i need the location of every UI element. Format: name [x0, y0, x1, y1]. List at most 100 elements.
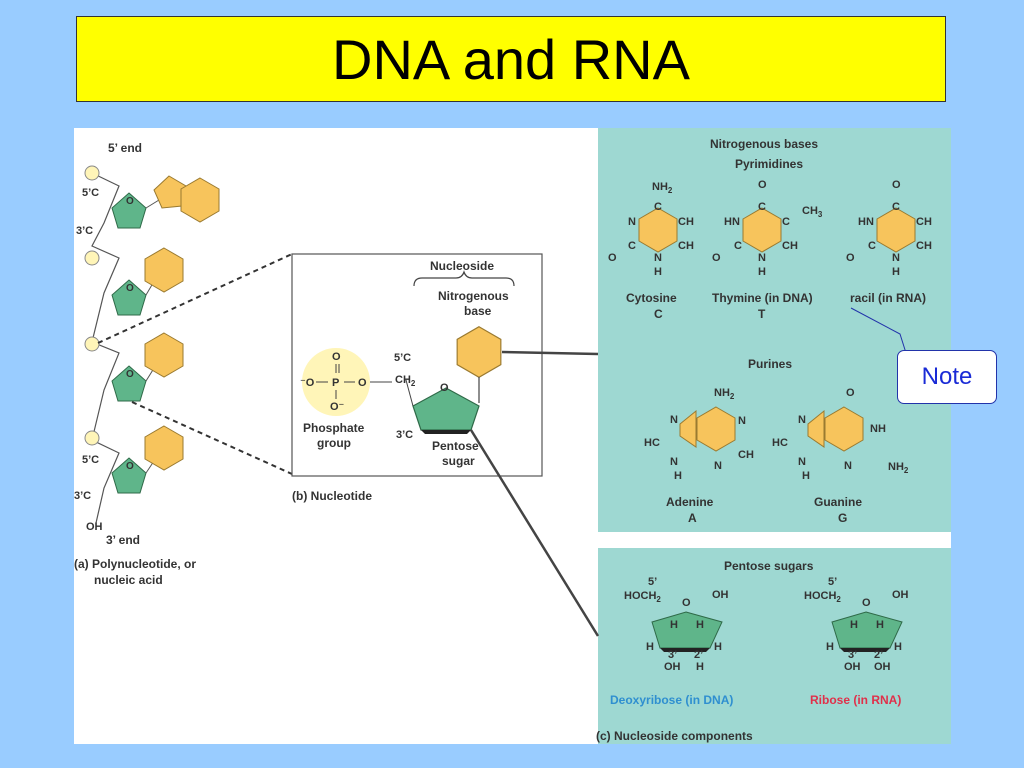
- five-c-label: 5’C: [82, 187, 99, 199]
- svg-text:H: H: [802, 470, 810, 482]
- three-c-label: 3’C: [76, 225, 93, 237]
- oh-label: OH: [86, 521, 103, 533]
- phosphate-label-1: Phosphate: [303, 421, 365, 435]
- note-callout: Note: [897, 350, 997, 404]
- sugar-label-2: sugar: [442, 454, 475, 468]
- sugar-label-1: Pentose: [432, 439, 479, 453]
- svg-text:CH: CH: [678, 240, 694, 252]
- svg-text:3’: 3’: [668, 649, 677, 661]
- figure-panel: 5’ end 5’C 3’C 5’C 3’C O O O O OH 3’ end…: [74, 128, 951, 744]
- guanine-name: Guanine: [814, 495, 862, 509]
- p-atom: P: [332, 377, 339, 389]
- svg-text:5’: 5’: [648, 576, 657, 588]
- svg-text:CH: CH: [916, 240, 932, 252]
- pyrimidines-label: Pyrimidines: [735, 157, 803, 171]
- svg-text:O: O: [608, 252, 617, 264]
- adenine-name: Adenine: [666, 495, 714, 509]
- svg-text:CH: CH: [678, 216, 694, 228]
- svg-text:O: O: [846, 252, 855, 264]
- svg-text:N: N: [798, 456, 806, 468]
- svg-text:HOCH2: HOCH2: [624, 590, 661, 604]
- svg-text:H: H: [714, 641, 722, 653]
- svg-text:H: H: [894, 641, 902, 653]
- polynucleotide-caption-2: nucleic acid: [94, 573, 163, 587]
- three-c-label-lower: 3’C: [74, 490, 91, 502]
- svg-text:NH2: NH2: [888, 461, 909, 475]
- svg-text:N: N: [628, 216, 636, 228]
- svg-text:OH: OH: [712, 589, 729, 601]
- p-o-bottom: O⁻: [330, 401, 345, 413]
- svg-text:N: N: [892, 252, 900, 264]
- svg-text:OH: OH: [844, 661, 861, 673]
- svg-text:2’: 2’: [694, 649, 703, 661]
- deoxyribose-label: Deoxyribose (in DNA): [610, 693, 733, 707]
- svg-text:OH: OH: [892, 589, 909, 601]
- phosphate-circle: [84, 250, 100, 266]
- phosphate-circle: [84, 430, 100, 446]
- svg-text:N: N: [758, 252, 766, 264]
- phosphate-circle: [84, 165, 100, 181]
- svg-text:C: C: [628, 240, 636, 252]
- ch2-label: CH2: [395, 374, 416, 388]
- svg-text:N: N: [714, 460, 722, 472]
- svg-text:O: O: [846, 387, 855, 399]
- svg-text:O: O: [758, 179, 767, 191]
- p-o-right: O: [358, 377, 367, 389]
- nucleoside-label: Nucleoside: [430, 259, 494, 273]
- svg-text:O: O: [682, 597, 691, 609]
- sugars-panel: [598, 548, 951, 744]
- nucleotide-5c-label: 5’C: [394, 352, 411, 364]
- title-box: DNA and RNA: [76, 16, 946, 102]
- three-prime-end-label: 3’ end: [106, 533, 140, 547]
- svg-text:H: H: [876, 619, 884, 631]
- svg-text:O: O: [712, 252, 721, 264]
- sugars-header: Pentose sugars: [724, 559, 814, 573]
- svg-text:O: O: [892, 179, 901, 191]
- svg-text:H: H: [670, 619, 678, 631]
- svg-text:N: N: [844, 460, 852, 472]
- purines-label: Purines: [748, 357, 792, 371]
- svg-text:CH3: CH3: [802, 205, 823, 219]
- five-c-label-lower: 5’C: [82, 454, 99, 466]
- svg-text:C: C: [782, 216, 790, 228]
- svg-text:C: C: [654, 201, 662, 213]
- svg-text:C: C: [868, 240, 876, 252]
- polynucleotide-caption-1: (a) Polynucleotide, or: [74, 557, 196, 571]
- svg-text:C: C: [734, 240, 742, 252]
- svg-text:O: O: [862, 597, 871, 609]
- guanine-letter: G: [838, 511, 847, 525]
- thymine-letter: T: [758, 307, 766, 321]
- svg-text:H: H: [892, 266, 900, 278]
- svg-text:H: H: [826, 641, 834, 653]
- svg-text:H: H: [674, 470, 682, 482]
- sugar-pentagon: [111, 457, 147, 494]
- svg-text:H: H: [850, 619, 858, 631]
- svg-text:N: N: [654, 252, 662, 264]
- svg-text:3’: 3’: [848, 649, 857, 661]
- svg-text:C: C: [758, 201, 766, 213]
- adenine-letter: A: [688, 511, 697, 525]
- svg-text:HN: HN: [724, 216, 740, 228]
- ring-o-label: O: [126, 461, 134, 472]
- nucleotide-3c-label: 3’C: [396, 429, 413, 441]
- thymine-name: Thymine (in DNA): [712, 291, 813, 305]
- ring-o-label: O: [126, 196, 134, 207]
- nucleoside-components-caption: (c) Nucleoside components: [596, 729, 753, 743]
- nucleotide-box: Nucleoside Nitrogenous base O 5’C CH2 3’…: [291, 253, 543, 503]
- bases-header: Nitrogenous bases: [710, 137, 818, 151]
- svg-text:NH: NH: [870, 423, 886, 435]
- diagram-svg: 5’ end 5’C 3’C 5’C 3’C O O O O OH 3’ end…: [74, 128, 951, 744]
- cytosine-letter: C: [654, 307, 663, 321]
- svg-text:HOCH2: HOCH2: [804, 590, 841, 604]
- svg-text:CH: CH: [782, 240, 798, 252]
- svg-text:N: N: [798, 414, 806, 426]
- svg-text:CH: CH: [738, 449, 754, 461]
- sugar-pentagon: [111, 365, 147, 402]
- polynucleotide-strand: 5’ end 5’C 3’C 5’C 3’C O O O O OH 3’ end…: [74, 141, 220, 587]
- sugar-pentagon: [111, 279, 147, 316]
- five-prime-end-label: 5’ end: [108, 141, 142, 155]
- phosphate-label-2: group: [317, 436, 351, 450]
- svg-text:H: H: [696, 619, 704, 631]
- p-o-top: O: [332, 351, 341, 363]
